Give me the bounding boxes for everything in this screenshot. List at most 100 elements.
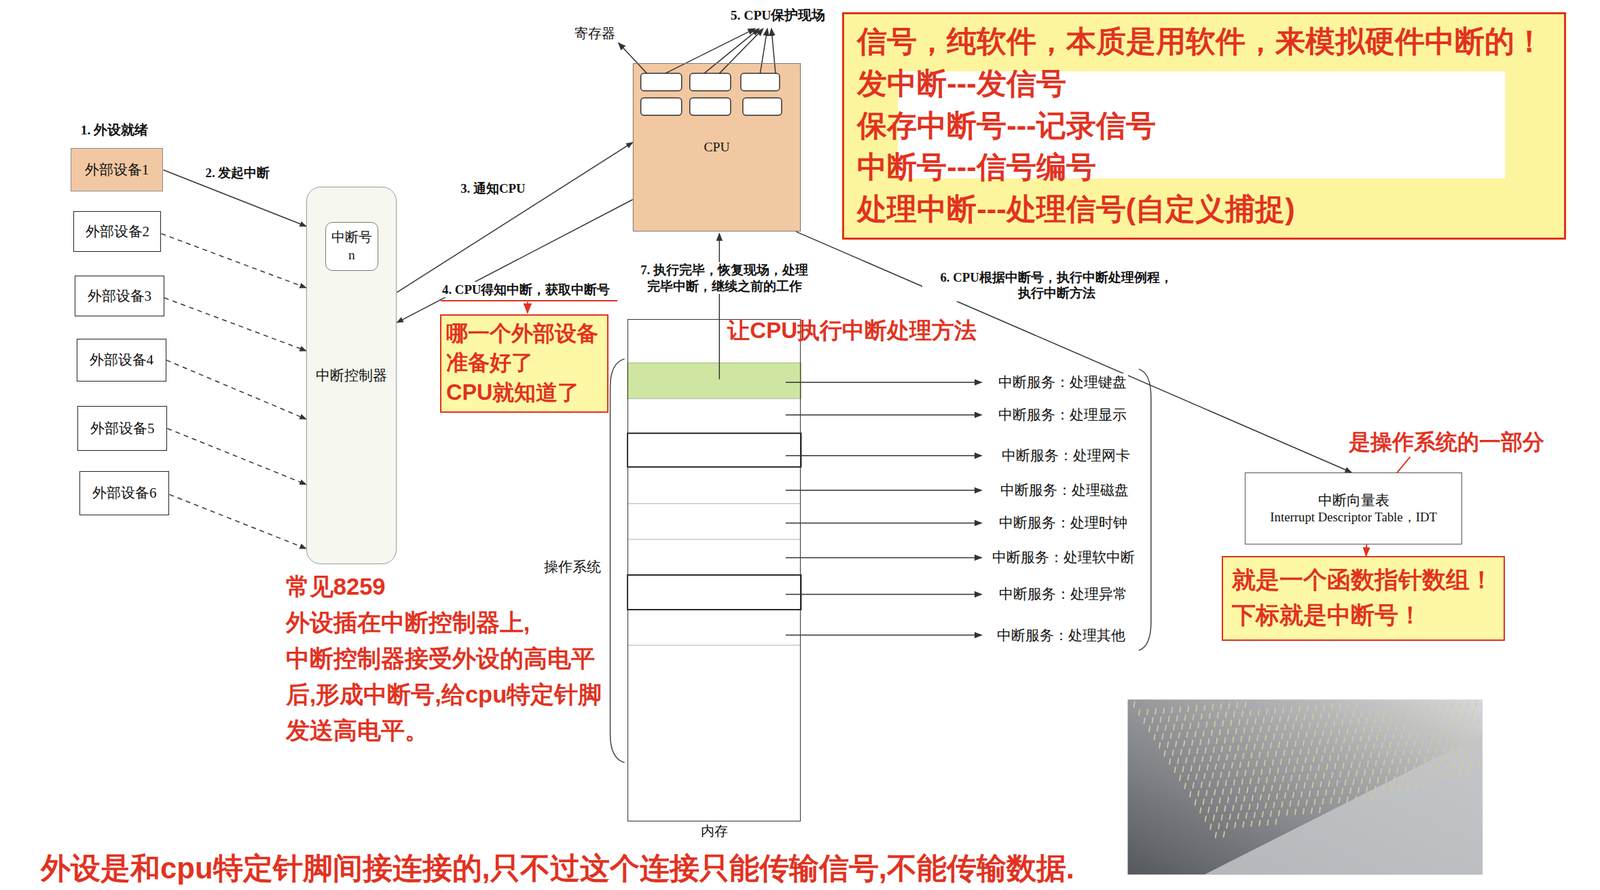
cpu-pin: [1279, 716, 1281, 723]
label: 中断服务：处理时钟: [997, 514, 1129, 532]
cpu-pin: [1203, 730, 1205, 737]
bracket: [610, 359, 625, 764]
cpu-pin: [1275, 819, 1277, 826]
cpu-pin: [1369, 709, 1371, 716]
label: 中断服务：处理显示: [996, 406, 1129, 424]
cpu-pin: [1230, 719, 1232, 726]
cpu-pin: [1271, 717, 1273, 724]
cpu-pin: [1427, 747, 1429, 754]
cpu-pin: [1255, 786, 1257, 793]
cpu-pin: [1244, 701, 1247, 708]
cpu-pin: [1384, 734, 1387, 741]
cpu-pin: [1224, 737, 1226, 744]
cpu-pin: [1180, 749, 1182, 756]
note-box: 哪一个外部设备 准备好了 CPU就知道了: [440, 314, 610, 413]
cpu-pin: [1195, 774, 1198, 781]
cpu-pin: [1153, 734, 1156, 741]
memory-box: 内存: [627, 319, 801, 822]
cpu-pin: [1215, 831, 1217, 839]
cpu-pin: [1297, 732, 1300, 739]
node-text: 中断号---信号编号: [857, 146, 1097, 189]
node-text: 信号，纯软件，本质是用软件，来模拟硬件中断的！: [857, 21, 1545, 64]
cpu-pin: [1301, 723, 1303, 730]
label: 让CPU执行中断处理方法: [727, 316, 977, 345]
cpu-pin: [1334, 763, 1336, 770]
cpu-pin: [1371, 794, 1373, 801]
cpu-pin: [1276, 725, 1279, 732]
cpu-pin: [1303, 714, 1306, 721]
device-box: 外部设备5: [77, 406, 168, 451]
cpu-pin: [1176, 715, 1178, 722]
cpu-pin: [1246, 812, 1248, 820]
cpu-pin: [1352, 778, 1355, 786]
cpu-pin: [1214, 789, 1216, 796]
cpu-pin: [1267, 819, 1269, 826]
cpu-pin: [1437, 721, 1439, 729]
cpu-pin: [1348, 702, 1350, 709]
cpu-pin: [1364, 769, 1366, 776]
cpu-pin: [1317, 790, 1319, 797]
cpu-pin: [1260, 726, 1262, 733]
cpu-pin: [1252, 795, 1254, 802]
table-box: 中断向量表Interrupt Descriptor Table，IDT: [1244, 472, 1463, 546]
cpu-pin: [1222, 720, 1224, 727]
cpu-pin: [1367, 761, 1369, 768]
cpu-pin: [1278, 810, 1281, 817]
cpu-pin: [1318, 764, 1320, 771]
cpu-pin: [1350, 787, 1352, 794]
node-text: 中断向量表: [1318, 491, 1390, 510]
cpu-pin: [1477, 718, 1480, 725]
cpu-pin: [1275, 751, 1277, 758]
node-text: 中断控制器: [315, 366, 388, 385]
cpu-pin: [1320, 781, 1322, 788]
cpu-pin: [1276, 793, 1279, 800]
cpu-pin: [1424, 756, 1427, 763]
label: 中断服务：处理软中断: [990, 548, 1137, 567]
cpu-pin: [1358, 761, 1361, 768]
cpu-pin: [1451, 772, 1453, 779]
cpu-pin: [1155, 708, 1157, 715]
cpu-pin: [1330, 729, 1332, 736]
cpu-pin: [1429, 764, 1431, 771]
cpu-pin: [1460, 745, 1462, 752]
cpu-pin: [1206, 721, 1208, 729]
cpu-pin: [1344, 711, 1347, 718]
cpu-pin: [1248, 761, 1250, 768]
cpu-pin: [1244, 727, 1246, 734]
cpu-pin: [1254, 743, 1256, 750]
cpu-pin: [1350, 719, 1352, 726]
register: [740, 73, 780, 92]
cpu-pin: [1293, 792, 1295, 799]
cpu-pin: [1431, 713, 1433, 720]
cpu-pin: [1354, 795, 1357, 803]
cpu-pin: [1366, 786, 1368, 793]
cpu-pin: [1362, 753, 1364, 760]
node-text: 发中断---发信号: [857, 63, 1067, 106]
cpu-pin: [1358, 787, 1360, 794]
cpu-pin: [1229, 814, 1232, 821]
cpu-pin: [1159, 742, 1161, 749]
cpu-pin: [1418, 774, 1421, 781]
cpu-pin: [1238, 813, 1240, 820]
cpu-pin: [1418, 705, 1421, 712]
cpu-pin: [1192, 714, 1194, 721]
cpu-pin: [1225, 780, 1228, 787]
cpu-pin: [1246, 787, 1249, 794]
cpu-pin: [1420, 722, 1423, 729]
cpu-pin: [1316, 747, 1318, 754]
cpu-pin: [1297, 757, 1299, 765]
leader-line: [719, 28, 764, 74]
leader-line: [704, 28, 760, 74]
cpu-pin: [1258, 709, 1260, 716]
cpu-pin: [1404, 723, 1406, 731]
connector: [397, 199, 633, 323]
cpu-pin: [1414, 740, 1416, 747]
cpu-pin: [1395, 724, 1397, 731]
cpu-pin: [1151, 717, 1154, 724]
cpu-pin: [1233, 711, 1236, 718]
cpu-pin: [1231, 762, 1234, 769]
cpu-pin: [1242, 778, 1244, 786]
cpu-pin: [1392, 733, 1395, 740]
cpu-pin: [1327, 738, 1330, 745]
label: 7. 执行完毕，恢复现场，处理 完毕中断，继续之前的工作: [628, 262, 821, 295]
